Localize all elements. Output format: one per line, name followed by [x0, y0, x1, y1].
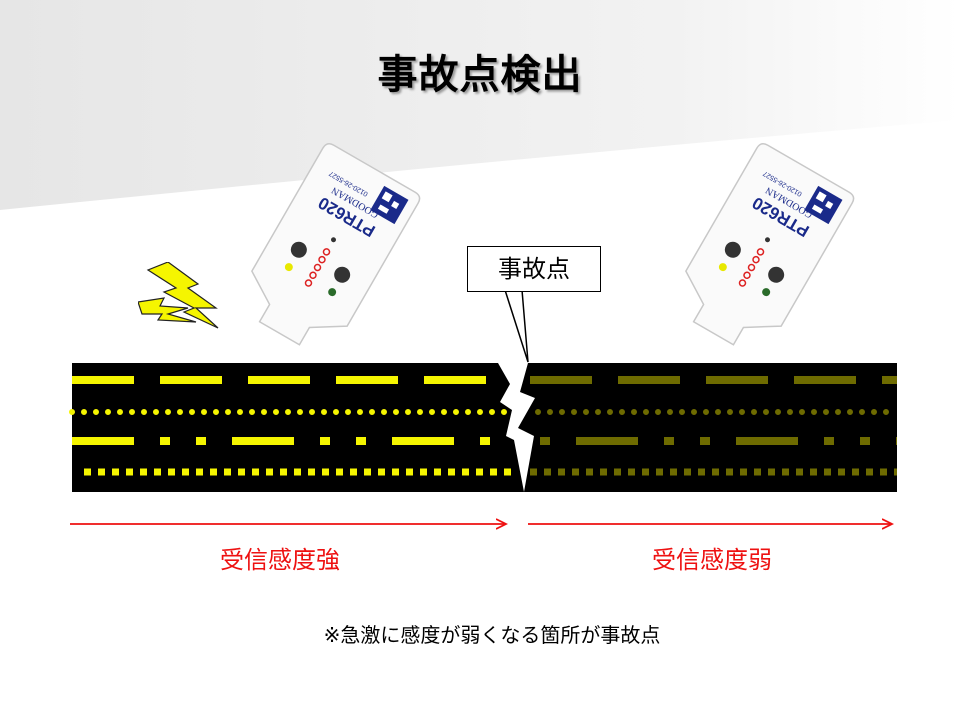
page-title: 事故点検出	[377, 52, 583, 98]
label-signal-weak: 受信感度弱	[652, 546, 772, 574]
tester-device-right: PTR620 GOODMAN 0120-26-5527	[685, 143, 855, 346]
tester-device-left: PTR620 GOODMAN 0120-26-5527	[251, 143, 421, 346]
background-swoosh	[0, 0, 960, 210]
signal-weak-lines	[530, 376, 900, 476]
signal-strong-lines	[69, 376, 518, 476]
fault-point-callout: 事故点	[467, 246, 601, 292]
label-signal-strong: 受信感度強	[220, 546, 340, 574]
lightning-bolt-icon	[138, 262, 219, 329]
break-icon	[498, 363, 535, 492]
footnote: ※急激に感度が弱くなる箇所が事故点	[323, 623, 661, 647]
